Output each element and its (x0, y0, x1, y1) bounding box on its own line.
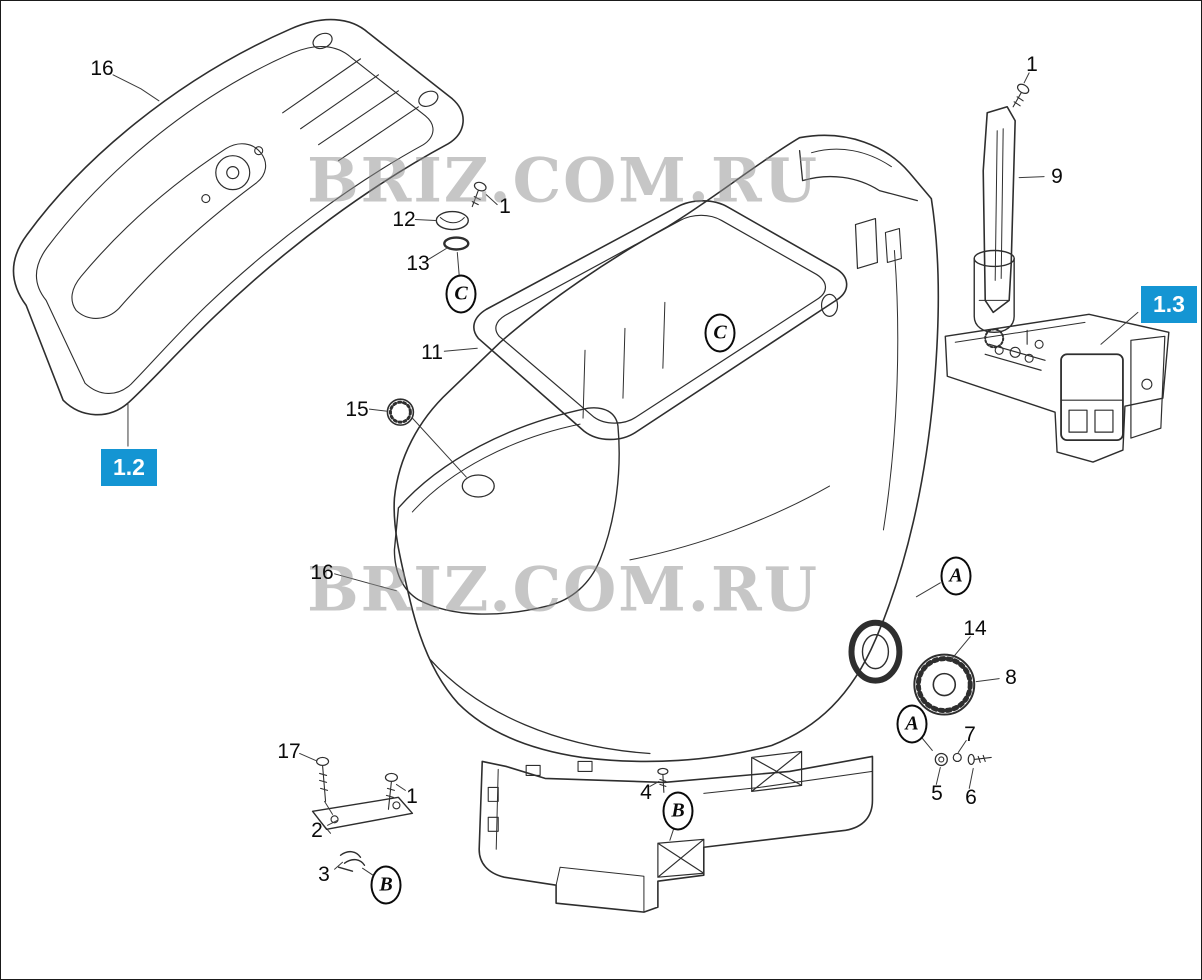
small-parts (311, 83, 1030, 872)
part-label-1-bottom: 1 (406, 785, 418, 808)
part-label-1-top: 1 (1026, 53, 1038, 76)
part-label-8: 8 (1005, 666, 1017, 689)
part-label-7: 7 (964, 723, 976, 746)
part-label-13: 13 (406, 252, 430, 275)
part-label-1-mid: 1 (499, 195, 511, 218)
callout-b-2: B (370, 865, 402, 905)
knob-part (913, 653, 976, 716)
bracket-assembly (944, 313, 1170, 463)
section-link-1-2[interactable]: 1.2 (101, 449, 157, 486)
part-label-6: 6 (965, 786, 977, 809)
callout-a-1: A (940, 556, 972, 596)
callout-a-2: A (896, 704, 928, 744)
part-label-2: 2 (311, 819, 323, 842)
main-housing (393, 134, 940, 763)
part-label-12: 12 (392, 208, 416, 231)
part-label-14: 14 (963, 617, 987, 640)
leader-lines (112, 72, 1139, 877)
callout-c-2: C (704, 313, 736, 353)
section-link-1-3[interactable]: 1.3 (1141, 286, 1197, 323)
part-label-5: 5 (931, 782, 943, 805)
part-label-9: 9 (1051, 165, 1063, 188)
part-label-16-top: 16 (90, 57, 114, 80)
part-label-17: 17 (277, 740, 301, 763)
base-chassis (478, 750, 874, 913)
callout-c-1: C (445, 274, 477, 314)
part-label-4: 4 (640, 781, 652, 804)
part-label-15: 15 (345, 398, 369, 421)
callout-b-1: B (662, 791, 694, 831)
cover-part (12, 18, 464, 416)
lever-assembly (973, 105, 1046, 371)
part-label-11: 11 (421, 341, 443, 364)
part-label-3: 3 (318, 863, 330, 886)
part-label-16-mid: 16 (310, 561, 334, 584)
